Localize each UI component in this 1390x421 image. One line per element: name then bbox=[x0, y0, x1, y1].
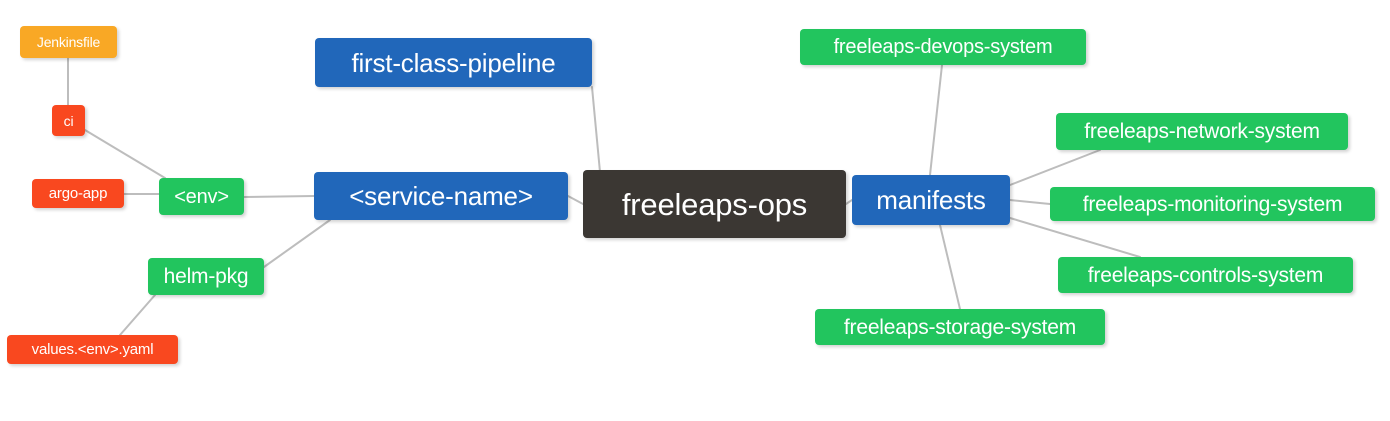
mindmap-edge-manifests-to-network bbox=[1009, 149, 1101, 186]
mindmap-node-env[interactable]: <env> bbox=[159, 178, 244, 215]
mindmap-edge-service-to-helm bbox=[263, 219, 331, 268]
mindmap-node-monitoring[interactable]: freeleaps-monitoring-system bbox=[1050, 187, 1375, 221]
mindmap-edge-root-to-service bbox=[567, 195, 584, 205]
mindmap-edge-service-to-env bbox=[243, 195, 315, 198]
mindmap-node-network[interactable]: freeleaps-network-system bbox=[1056, 113, 1348, 150]
mindmap-node-pipeline[interactable]: first-class-pipeline bbox=[315, 38, 592, 87]
mindmap-node-controls[interactable]: freeleaps-controls-system bbox=[1058, 257, 1353, 293]
mindmap-edge-root-to-pipeline bbox=[591, 86, 601, 173]
mindmap-edge-helm-to-values bbox=[119, 294, 156, 336]
mindmap-node-service[interactable]: <service-name> bbox=[314, 172, 568, 220]
mindmap-node-ci[interactable]: ci bbox=[52, 105, 85, 136]
mindmap-edge-env-to-ci bbox=[84, 129, 166, 179]
mindmap-node-jenkins[interactable]: Jenkinsfile bbox=[20, 26, 117, 58]
mindmap-node-devops[interactable]: freeleaps-devops-system bbox=[800, 29, 1086, 65]
mindmap-edge-manifests-to-devops bbox=[929, 64, 943, 176]
mindmap-edge-manifests-to-controls bbox=[1009, 217, 1141, 258]
mindmap-edge-manifests-to-monitoring bbox=[1009, 199, 1051, 205]
mindmap-node-manifests[interactable]: manifests bbox=[852, 175, 1010, 225]
mindmap-node-storage[interactable]: freeleaps-storage-system bbox=[815, 309, 1105, 345]
mindmap-node-helm[interactable]: helm-pkg bbox=[148, 258, 264, 295]
mindmap-node-argo[interactable]: argo-app bbox=[32, 179, 124, 208]
mindmap-node-values[interactable]: values.<env>.yaml bbox=[7, 335, 178, 364]
mindmap-node-root[interactable]: freeleaps-ops bbox=[583, 170, 846, 238]
mindmap-edge-manifests-to-storage bbox=[939, 224, 961, 310]
